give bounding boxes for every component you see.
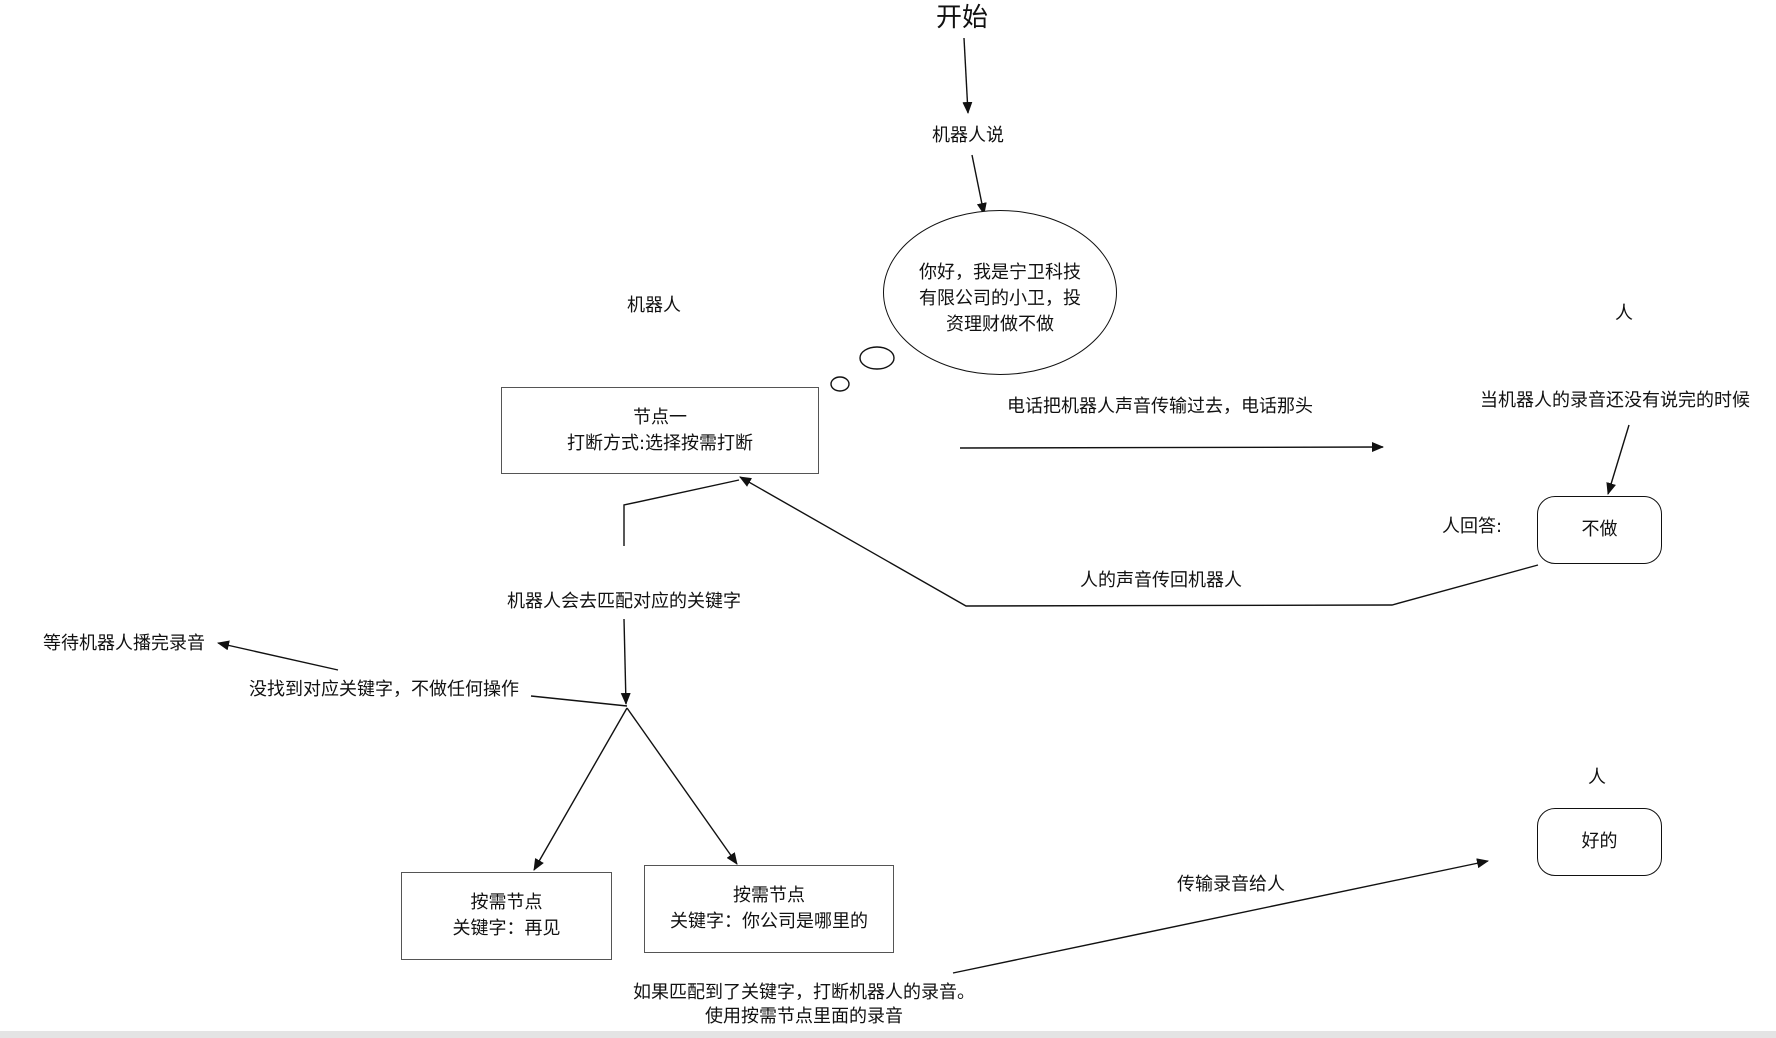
robot-says-label: 机器人说 [932,125,1004,146]
human-section-label-top: 人 [1615,303,1633,324]
arrow-phone-transmit [959,442,1384,453]
no-keyword-label: 没找到对应关键字，不做任何操作 [249,679,519,700]
human-reply-1-text: 不做 [1581,519,1618,540]
line-no-keyword [530,695,628,707]
robot-section-label: 机器人 [627,295,681,316]
arrow-to-wait [217,640,339,671]
speech-line-2: 有限公司的小卫，投 [919,288,1081,309]
node-1: 节点一 打断方式:选择按需打断 [501,387,819,474]
speech-bubble-text: 你好，我是宁卫科技 有限公司的小卫，投 资理财做不做 [898,260,1102,338]
arrow-to-goodbye-node [533,707,628,871]
arrow-voice-back [739,476,1539,607]
human-answer-label: 人回答: [1442,516,1503,537]
bottom-scroll-edge [0,1031,1776,1038]
thought-dot-large [859,346,895,370]
arrow-to-company-node [626,707,738,865]
match-keyword-label: 机器人会去匹配对应的关键字 [507,591,741,612]
start-label: 开始 [936,3,989,33]
wait-finish-label: 等待机器人播完录音 [43,633,205,654]
node-goodbye: 按需节点 关键字：再见 [401,872,612,960]
arrow-start-to-robot-says [962,37,973,114]
phone-transmit-label: 电话把机器人声音传输过去，电话那头 [1007,396,1313,417]
node-1-title: 节点一 [633,406,687,428]
node-company-detail: 关键字：你公司是哪里的 [670,911,868,932]
speech-bubble [883,210,1117,375]
if-matched-label: 如果匹配到了关键字，打断机器人的录音。 使用按需节点里面的录音 [600,981,1008,1029]
human-reply-2-text: 好的 [1581,831,1618,852]
node-goodbye-detail: 关键字：再见 [452,918,561,939]
human-voice-back-label: 人的声音传回机器人 [1080,570,1242,591]
arrow-match-to-split [620,618,631,705]
node-1-detail: 打断方式:选择按需打断 [566,432,754,454]
when-not-finished-label: 当机器人的录音还没有说完的时候 [1480,390,1750,411]
arrow-transmit-recording [952,858,1489,974]
node-company-title: 按需节点 [733,885,805,906]
speech-line-1: 你好，我是宁卫科技 [919,262,1081,283]
if-matched-line-2: 使用按需节点里面的录音 [705,1006,903,1027]
speech-line-3: 资理财做不做 [946,314,1054,335]
transmit-recording-label: 传输录音给人 [1177,874,1285,895]
arrow-robot-says-to-bubble [971,154,987,215]
node-company: 按需节点 关键字：你公司是哪里的 [644,865,894,953]
if-matched-line-1: 如果匹配到了关键字，打断机器人的录音。 [633,982,975,1003]
arrow-to-reply-box [1606,424,1630,495]
human-section-label-bottom: 人 [1588,767,1606,788]
arrow-node1-to-split [623,479,740,546]
node-goodbye-title: 按需节点 [470,892,543,913]
human-reply-box-1: 不做 [1537,496,1662,564]
thought-dot-small [830,376,850,392]
human-reply-box-2: 好的 [1537,808,1662,876]
